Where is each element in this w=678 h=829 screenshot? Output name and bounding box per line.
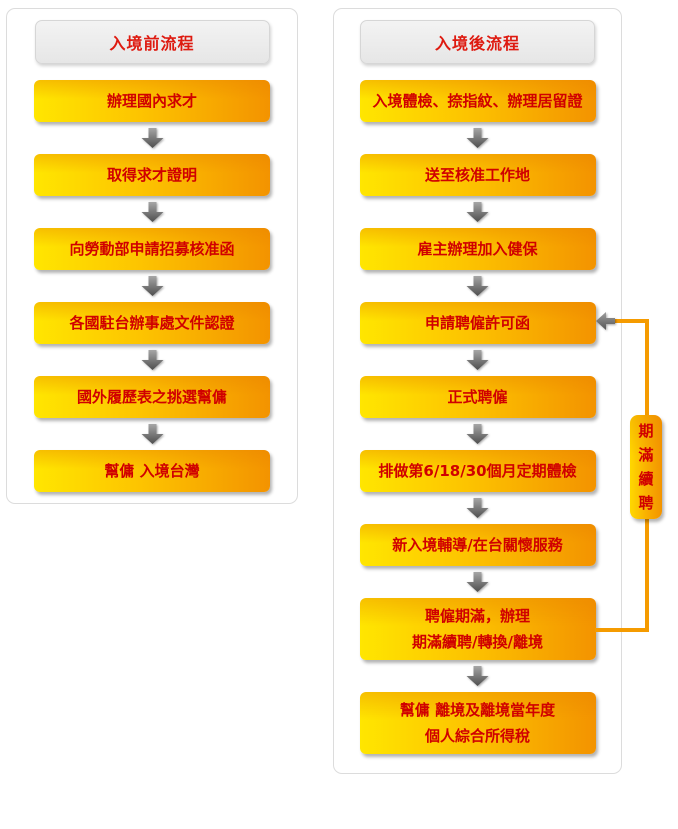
- loop-connector-top: [613, 319, 649, 323]
- pre-entry-step-1: 辦理國內求才: [34, 80, 270, 122]
- arrow-row: [466, 270, 489, 302]
- arrow-row: [466, 660, 489, 692]
- down-arrow-icon: [466, 424, 489, 444]
- down-arrow-icon: [141, 424, 163, 444]
- down-arrow-icon: [141, 350, 163, 370]
- arrow-row: [141, 418, 164, 450]
- pre-entry-step-6: 幫傭 入境台灣: [34, 450, 270, 492]
- post-entry-panel: 入境後流程 入境體檢、捺指紋、辦理居留證 送至核准工作地 雇主辦理加入健保 申請…: [333, 8, 622, 774]
- pre-entry-step-4: 各國駐台辦事處文件認證: [34, 302, 270, 344]
- pre-entry-step-2: 取得求才證明: [34, 154, 270, 196]
- loop-connector-bottom: [595, 628, 649, 632]
- down-arrow-icon: [141, 276, 163, 296]
- post-entry-step-1: 入境體檢、捺指紋、辦理居留證: [360, 80, 596, 122]
- post-entry-step-8: 聘僱期滿，辦理 期滿續聘/轉換/離境: [360, 598, 596, 660]
- down-arrow-icon: [466, 666, 489, 687]
- left-arrow-icon: [596, 312, 615, 330]
- arrow-row: [466, 492, 489, 524]
- post-entry-header: 入境後流程: [360, 20, 595, 64]
- down-arrow-icon: [466, 276, 489, 296]
- arrow-row: [466, 122, 489, 154]
- down-arrow-icon: [466, 498, 489, 518]
- loop-label-renewal: 期滿續聘: [630, 415, 662, 519]
- post-entry-step-5: 正式聘僱: [360, 376, 596, 418]
- arrow-row: [466, 344, 489, 376]
- arrow-row: [466, 196, 489, 228]
- post-entry-step-3: 雇主辦理加入健保: [360, 228, 596, 270]
- down-arrow-icon: [466, 202, 489, 222]
- pre-entry-step-3: 向勞動部申請招募核准函: [34, 228, 270, 270]
- down-arrow-icon: [141, 202, 163, 222]
- post-entry-step-2: 送至核准工作地: [360, 154, 596, 196]
- post-entry-step-7: 新入境輔導/在台關懷服務: [360, 524, 596, 566]
- arrow-row: [141, 344, 164, 376]
- post-entry-step-9: 幫傭 離境及離境當年度 個人綜合所得稅: [360, 692, 596, 754]
- pre-entry-step-5: 國外履歷表之挑選幫傭: [34, 376, 270, 418]
- down-arrow-icon: [466, 572, 489, 592]
- arrow-row: [141, 196, 164, 228]
- arrow-row: [141, 122, 164, 154]
- pre-entry-header: 入境前流程: [34, 20, 270, 64]
- post-entry-step-4: 申請聘僱許可函: [360, 302, 596, 344]
- arrow-row: [141, 270, 164, 302]
- pre-entry-panel: 入境前流程 辦理國內求才 取得求才證明 向勞動部申請招募核准函 各國駐台辦事處文…: [6, 8, 298, 504]
- arrow-row: [466, 418, 489, 450]
- down-arrow-icon: [466, 128, 489, 148]
- down-arrow-icon: [141, 128, 163, 148]
- down-arrow-icon: [466, 350, 489, 370]
- arrow-row: [466, 566, 489, 598]
- post-entry-step-6: 排做第6/18/30個月定期體檢: [360, 450, 596, 492]
